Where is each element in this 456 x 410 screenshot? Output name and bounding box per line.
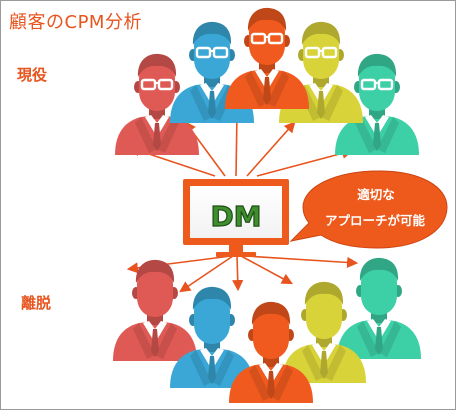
lapel-right bbox=[377, 117, 399, 153]
head bbox=[306, 285, 342, 339]
arrow-top-orange bbox=[231, 110, 243, 177]
tie bbox=[153, 123, 161, 151]
tie bbox=[317, 91, 325, 119]
lapel-left bbox=[135, 117, 157, 153]
lapel-left bbox=[355, 117, 377, 153]
person-left-blue bbox=[170, 286, 254, 388]
tie bbox=[151, 329, 159, 357]
bubble-line-2: アプローチが可能 bbox=[325, 213, 426, 228]
arrow-bottom-blue bbox=[179, 255, 234, 293]
lapel-left bbox=[249, 365, 271, 401]
page-title: 顧客のCPM分析 bbox=[9, 12, 142, 33]
lapel-right bbox=[157, 117, 179, 153]
hair bbox=[137, 53, 177, 77]
lapel-right bbox=[324, 345, 346, 381]
speech-bubble: 適切な アプローチが可能 bbox=[289, 170, 448, 249]
lapel-right bbox=[155, 323, 177, 359]
arrow-bottom-yellow bbox=[240, 255, 293, 285]
person-current-teal bbox=[335, 53, 419, 155]
lapel-left bbox=[302, 345, 324, 381]
lapel-right bbox=[212, 350, 234, 386]
hair bbox=[359, 257, 399, 281]
tie bbox=[263, 77, 271, 105]
hair bbox=[301, 21, 341, 45]
glasses-lens-left bbox=[250, 32, 267, 45]
lapel-right bbox=[271, 365, 293, 401]
lapel-left bbox=[245, 71, 267, 107]
glasses-lens-right bbox=[212, 46, 229, 59]
person-left-teal bbox=[337, 257, 421, 359]
lapel-left bbox=[133, 323, 155, 359]
person-current-blue bbox=[170, 21, 254, 123]
arrow-top-teal bbox=[256, 147, 354, 177]
hair bbox=[251, 301, 291, 325]
glasses-lens-right bbox=[377, 78, 394, 91]
glasses-lens-left bbox=[195, 46, 212, 59]
lapel-left bbox=[190, 350, 212, 386]
lapel-right bbox=[379, 321, 401, 357]
lapel-left bbox=[190, 85, 212, 121]
lapel-left bbox=[357, 321, 379, 357]
glasses-lens-right bbox=[267, 32, 284, 45]
tie bbox=[375, 327, 383, 355]
hair bbox=[247, 7, 287, 31]
arrows bbox=[126, 110, 359, 293]
hair bbox=[357, 53, 397, 77]
speech-bubble-shape bbox=[289, 170, 448, 249]
lapel-right bbox=[321, 85, 343, 121]
glasses-lens-right bbox=[157, 78, 174, 91]
tie bbox=[208, 356, 216, 384]
head bbox=[253, 305, 289, 359]
bubble-line-1: 適切な bbox=[357, 187, 395, 202]
hair bbox=[192, 21, 232, 45]
person-current-red bbox=[115, 53, 199, 155]
tie bbox=[267, 371, 275, 399]
monitor-stand bbox=[216, 252, 256, 257]
monitor-neck bbox=[229, 245, 243, 253]
dm-monitor: DM bbox=[183, 179, 289, 257]
arrow-top-yellow bbox=[246, 121, 296, 177]
label-churned-customers: 離脱 bbox=[21, 294, 52, 312]
label-current-customers: 現役 bbox=[17, 66, 48, 84]
monitor-screen bbox=[190, 186, 282, 238]
person-left-orange bbox=[229, 301, 313, 403]
person-current-orange bbox=[225, 7, 309, 109]
lapel-right bbox=[267, 71, 289, 107]
tie bbox=[320, 351, 328, 379]
dm-logo-text: DM bbox=[210, 200, 261, 233]
glasses-lens-left bbox=[360, 78, 377, 91]
hair bbox=[304, 281, 344, 305]
head bbox=[361, 261, 397, 315]
hair bbox=[192, 286, 232, 310]
tie bbox=[373, 123, 381, 151]
arrow-bottom-orange bbox=[232, 255, 244, 292]
head bbox=[194, 290, 230, 344]
glasses-lens-left bbox=[140, 78, 157, 91]
tie bbox=[208, 91, 216, 119]
arrow-bottom-teal bbox=[244, 255, 359, 269]
glasses-lens-left bbox=[304, 46, 321, 59]
person-left-red bbox=[113, 259, 197, 361]
hair bbox=[135, 259, 175, 283]
person-left-yellow bbox=[282, 281, 366, 383]
head bbox=[137, 263, 173, 317]
glasses-lens-right bbox=[321, 46, 338, 59]
